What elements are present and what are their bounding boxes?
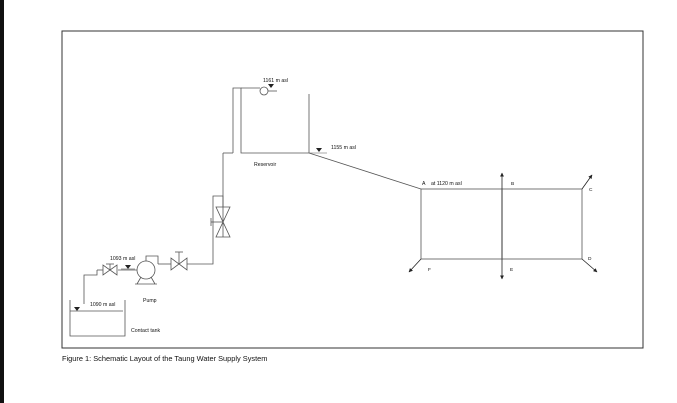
label-node-e: E [510,267,513,273]
label-pump-level: 1093 m asl [110,256,135,262]
label-node-f: F [428,267,431,273]
label-pump: Pump [143,298,157,304]
label-node-b: B [511,181,514,187]
reservoir [240,94,310,154]
left-edge-bar [0,0,4,403]
pump-level-marker [125,265,131,269]
rising-main [187,152,233,265]
discharge-valve [170,251,188,271]
contact-tank [69,300,126,337]
distribution-network [420,188,583,260]
tank-level-marker [74,307,80,311]
label-node-c: C [589,187,593,193]
float-valve [259,86,269,96]
reservoir-level-marker [316,148,322,152]
demand-arrow-f [408,258,422,273]
label-node-a-level: at 1120 m asl [431,181,462,187]
pump-suction-pipe [83,269,138,304]
label-node-d: D [588,256,592,262]
label-reservoir: Reservoir [254,162,276,168]
suction-valve [102,263,118,276]
label-node-a: A [422,181,426,187]
figure-caption: Figure 1: Schematic Layout of the Taung … [62,354,268,363]
demand-arrow-d [581,258,598,273]
top-level-marker [268,84,274,88]
reservoir-inlet [232,86,277,153]
label-reservoir-level: 1155 m asl [331,145,356,151]
pump [135,255,159,285]
demand-arrow-c [581,174,593,190]
label-reservoir-top-level: 1161 m asl [263,78,288,84]
label-contact-tank: Contact tank [131,328,161,334]
rising-main-valve [210,206,231,238]
trunk-main [308,152,422,190]
diagram-frame [61,30,644,349]
label-tank-level: 1090 m asl [90,302,115,308]
